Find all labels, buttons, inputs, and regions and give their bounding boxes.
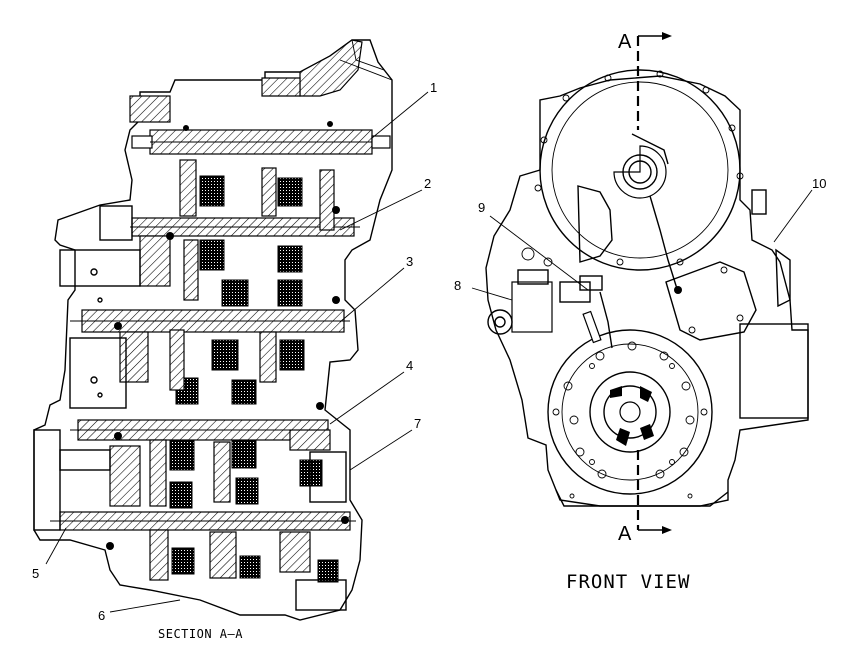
bottom-disc-holes — [552, 341, 708, 479]
gear-hubs — [109, 95, 335, 581]
callout-labels: 1 2 3 4 5 6 7 8 9 10 — [32, 80, 826, 623]
section-mark-bottom: A — [618, 523, 632, 545]
left-housing-details — [33, 205, 141, 531]
callout-7: 7 — [414, 416, 421, 431]
callout-2: 2 — [424, 176, 431, 191]
callout-4: 4 — [406, 358, 413, 373]
callout-leaders — [45, 91, 813, 613]
front-view — [485, 32, 809, 534]
callout-8: 8 — [454, 278, 461, 293]
callout-3: 3 — [406, 254, 413, 269]
callout-6: 6 — [98, 608, 105, 623]
callout-5: 5 — [32, 566, 39, 581]
right-housing-details — [106, 121, 349, 611]
callout-1: 1 — [430, 80, 437, 95]
top-disc-bolts — [534, 70, 744, 266]
section-a-a-view — [33, 39, 393, 621]
section-mark-top: A — [618, 31, 632, 53]
callout-10: 10 — [812, 176, 826, 191]
front-view-title: FRONT VIEW — [566, 571, 690, 593]
section-title: SECTION A–A — [158, 627, 243, 641]
callout-9: 9 — [478, 200, 485, 215]
clutch-packs — [169, 175, 339, 583]
